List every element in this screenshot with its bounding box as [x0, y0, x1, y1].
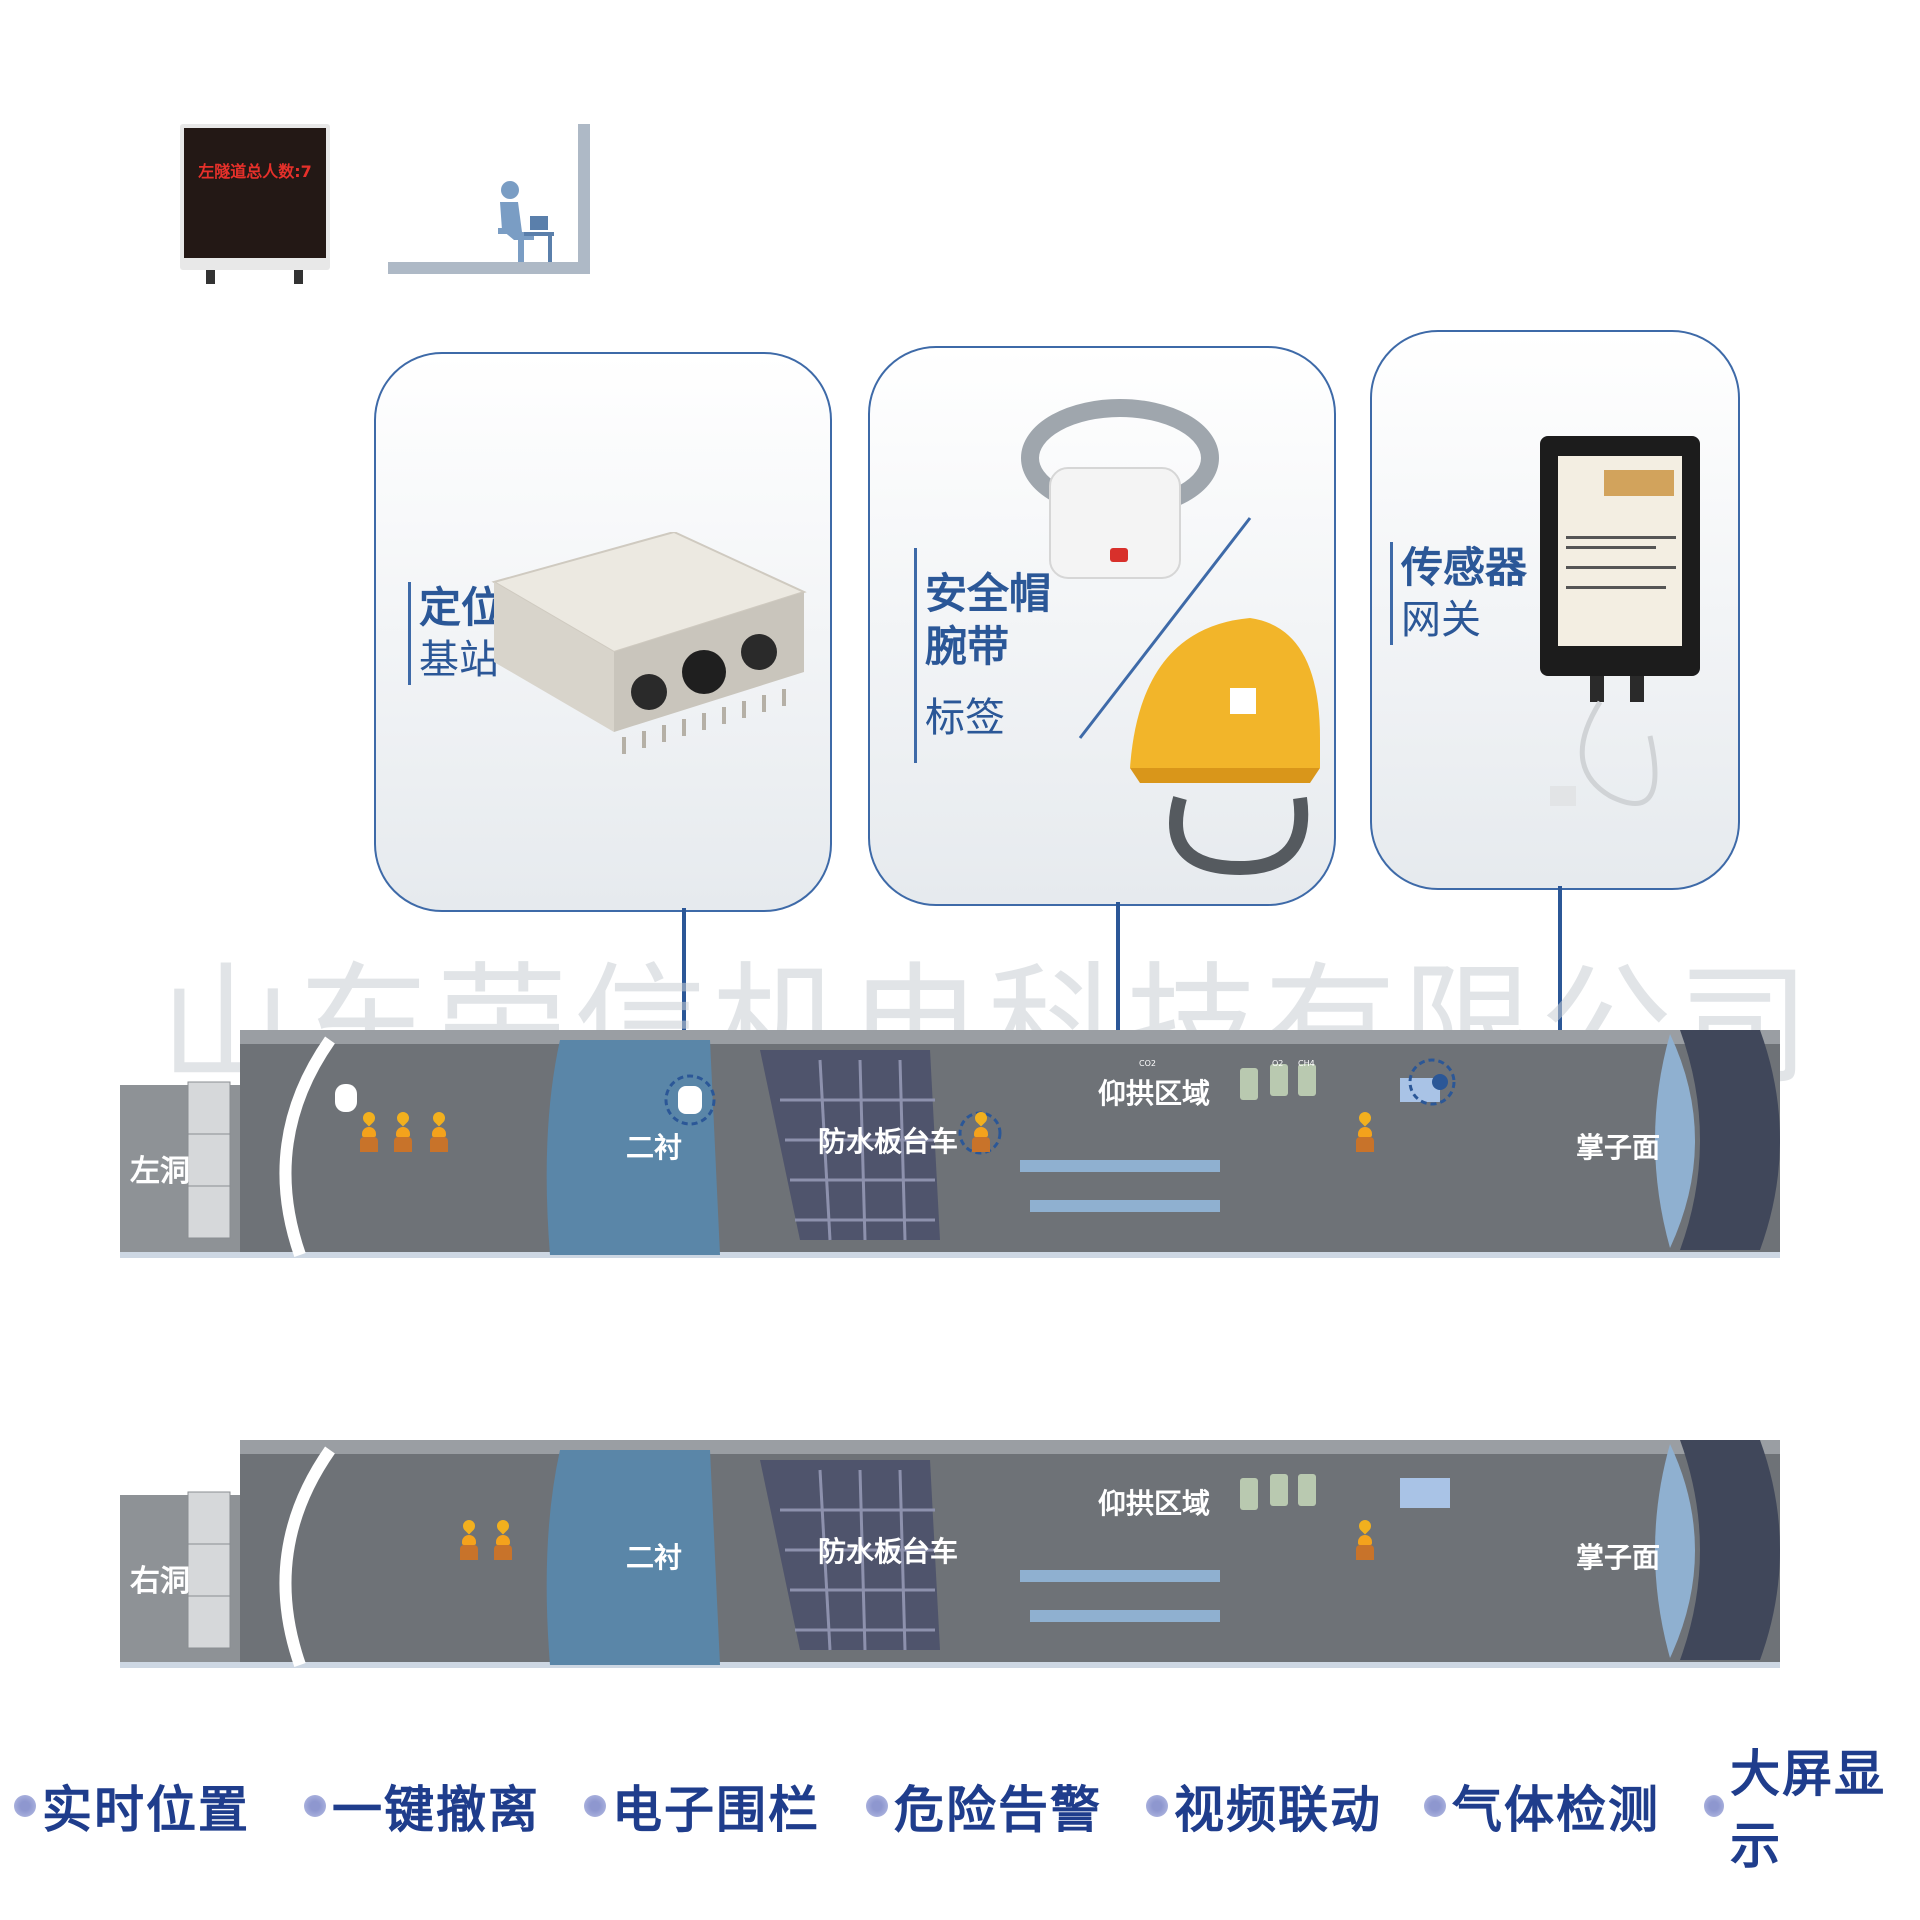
feature-item: 实时位置 — [14, 1776, 250, 1839]
control-room-floor — [388, 262, 590, 274]
right-tunnel-label: 右洞 — [130, 1564, 190, 1599]
wristband-icon — [1021, 399, 1252, 739]
left-tunnel-label: 左洞 — [130, 1154, 190, 1189]
gateway-card: 传感器 网关 — [1370, 330, 1740, 890]
feature-bullet-icon — [1146, 1795, 1168, 1817]
display-text: 左隧道总人数:7 — [198, 162, 312, 181]
worker-marker — [1354, 1109, 1376, 1152]
worker-marker — [970, 1109, 992, 1152]
left-tunnel — [120, 1030, 1780, 1258]
feature-bullet-icon — [14, 1795, 36, 1817]
gateway-title: 传感器 网关 — [1390, 542, 1527, 645]
left-invert-label: 仰拱区域 — [1098, 1077, 1211, 1110]
left-lining-label: 二衬 — [626, 1131, 683, 1164]
base-station-title-rest: 基站 — [419, 636, 499, 683]
worker-marker — [458, 1517, 480, 1560]
people-count-display: 左隧道总人数:7 — [180, 124, 330, 270]
feature-label: 大屏显示 — [1730, 1745, 1887, 1875]
feature-label: 电子围栏 — [612, 1781, 820, 1839]
worker-marker — [358, 1109, 380, 1152]
display-leg-right — [294, 270, 303, 284]
feature-label: 一键撤离 — [332, 1781, 540, 1839]
feature-label: 视频联动 — [1174, 1781, 1382, 1839]
base-station-title-bold: 定位 — [419, 583, 504, 632]
worker-marker — [492, 1517, 514, 1560]
feature-bullet-icon — [1704, 1795, 1725, 1817]
feature-item: 大屏显示 — [1704, 1745, 1920, 1875]
feature-item: 一键撤离 — [304, 1776, 540, 1839]
gateway-title-bold: 传感器 — [1401, 543, 1528, 592]
tag-title-rest: 标签 — [925, 695, 1005, 741]
feature-bullet-icon — [866, 1795, 888, 1817]
worker-marker — [392, 1109, 414, 1152]
display-leg-left — [206, 270, 215, 284]
gas-co2-label: CO2 — [1139, 1059, 1156, 1068]
left-waterproof-label: 防水板台车 — [818, 1125, 959, 1158]
right-invert-label: 仰拱区域 — [1098, 1487, 1211, 1520]
left-face-label: 掌子面 — [1576, 1131, 1661, 1164]
base-station-title: 定位 基站 — [408, 582, 503, 685]
right-tunnel — [120, 1440, 1780, 1668]
right-lining-label: 二衬 — [626, 1541, 683, 1574]
feature-item: 视频联动 — [1146, 1776, 1382, 1839]
gas-ch4-label: CH4 — [1298, 1059, 1315, 1068]
feature-bullet-icon — [1424, 1795, 1446, 1817]
feature-item: 气体检测 — [1424, 1776, 1660, 1839]
right-face-label: 掌子面 — [1576, 1541, 1661, 1574]
right-waterproof-label: 防水板台车 — [818, 1535, 959, 1568]
helmet-icon — [1130, 618, 1320, 876]
worker-marker — [428, 1109, 450, 1152]
operator-icon — [498, 181, 554, 262]
feature-item: 危险告警 — [866, 1776, 1102, 1839]
tag-card: 安全帽 腕带 标签 — [868, 346, 1336, 906]
gateway-title-rest: 网关 — [1401, 596, 1481, 643]
tag-title: 安全帽 腕带 标签 — [914, 548, 1051, 763]
gateway-device-icon — [1540, 436, 1700, 806]
feature-label: 气体检测 — [1452, 1781, 1660, 1839]
feature-label: 实时位置 — [42, 1781, 250, 1839]
base-station-device-icon — [491, 532, 807, 754]
display-screen: 左隧道总人数:7 — [184, 128, 326, 258]
control-room-wall — [578, 124, 590, 274]
feature-item: 电子围栏 — [584, 1776, 820, 1839]
gas-o2-label: O2 — [1272, 1059, 1284, 1068]
tag-title-bold: 安全帽 腕带 — [925, 569, 1052, 671]
base-station-card: 定位 基站 — [374, 352, 832, 912]
feature-bullet-icon — [584, 1795, 606, 1817]
feature-label: 危险告警 — [894, 1781, 1102, 1839]
feature-bullet-icon — [304, 1795, 326, 1817]
worker-marker — [1354, 1517, 1376, 1560]
